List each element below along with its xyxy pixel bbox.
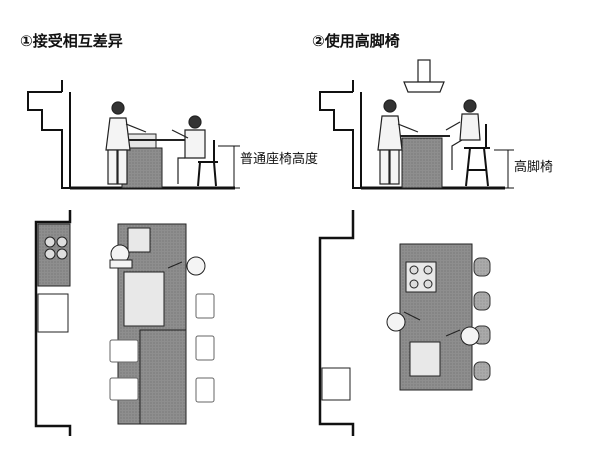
person-seated-plan <box>445 326 480 346</box>
chairs-left <box>109 339 139 401</box>
normal-chair <box>197 140 218 187</box>
seated-person <box>171 115 206 184</box>
left-plan <box>34 210 215 436</box>
sink <box>409 341 441 377</box>
wall-profile <box>27 91 235 189</box>
wall-profile <box>319 91 505 189</box>
bar-stool-height-dimension <box>494 149 514 189</box>
stove-burners <box>44 236 68 260</box>
wall-cabinet <box>321 367 351 401</box>
right-elevation <box>319 59 514 190</box>
chairs-right <box>195 293 215 403</box>
right-plan <box>318 210 491 436</box>
plan-wall <box>34 210 72 436</box>
bar-stools-plan <box>473 257 491 381</box>
standing-person <box>377 99 419 185</box>
range-hood <box>403 59 445 93</box>
normal-chair-height-dimension <box>218 145 240 189</box>
plan-wall <box>318 210 355 436</box>
bar-stool <box>464 124 490 187</box>
person-seated-plan <box>167 256 206 276</box>
bar-stool-label: 高脚椅 <box>514 160 554 175</box>
seated-person <box>445 99 481 170</box>
sink <box>123 271 165 327</box>
person-standing-plan <box>386 311 421 332</box>
stove-burners <box>409 265 433 289</box>
normal-chair-height-label: 普通座椅高度 <box>240 152 319 167</box>
right-panel-title: ②使用高脚椅 <box>312 32 400 50</box>
cooktop <box>405 261 437 293</box>
wall-cabinet <box>37 293 69 333</box>
standing-person <box>105 101 147 185</box>
island-low-section <box>139 329 187 425</box>
cooktop <box>127 227 151 253</box>
left-panel-title: ①接受相互差异 <box>20 32 123 50</box>
person-standing-plan <box>109 244 133 269</box>
island-counter <box>401 137 443 189</box>
left-elevation <box>27 80 240 190</box>
kitchen-counter <box>121 147 163 189</box>
